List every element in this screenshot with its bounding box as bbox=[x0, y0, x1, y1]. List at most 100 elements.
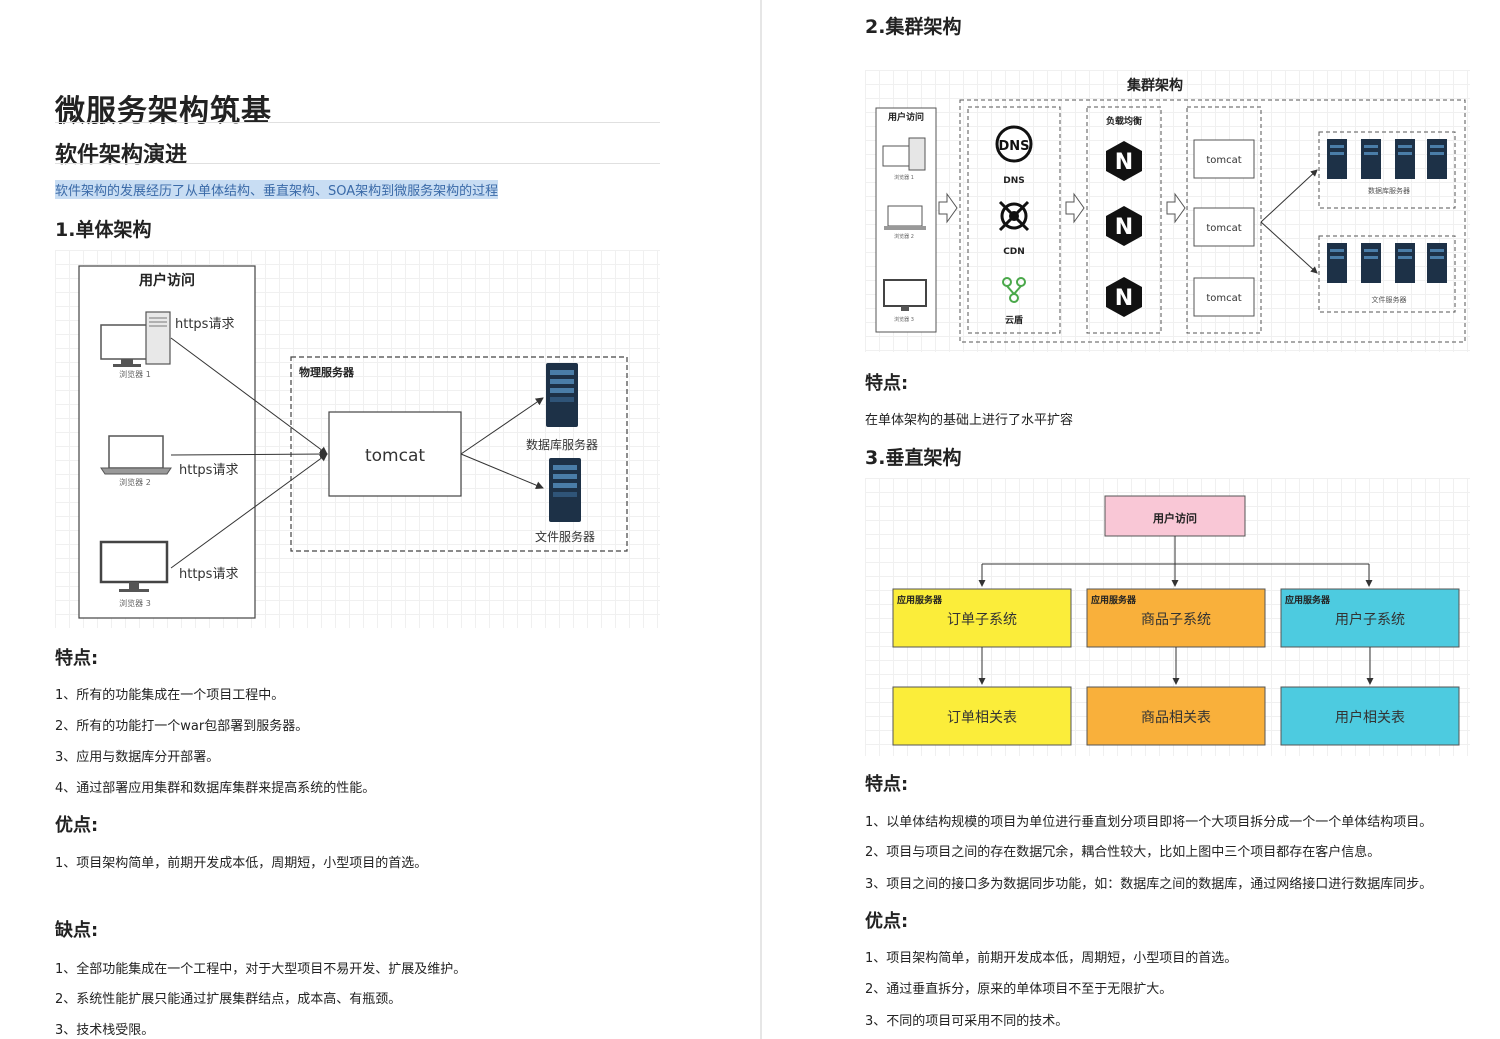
db-server-label: 数据库服务器 bbox=[526, 437, 598, 452]
product-system-label: 商品子系统 bbox=[1141, 612, 1211, 628]
vertical-feature-2: 2、项目与项目之间的存在数据冗余，耦合性较大，比如上图中三个项目都存在客户信息。 bbox=[865, 845, 1381, 860]
vertical-feature-3: 3、项目之间的接口多为数据同步功能，如：数据库之间的数据库，通过网络接口进行数据… bbox=[865, 877, 1433, 892]
page-divider bbox=[760, 0, 762, 1039]
file-cluster-box bbox=[1318, 235, 1456, 313]
tomcat-node-2-label: tomcat bbox=[1206, 223, 1241, 234]
cluster-b3: 浏览器 3 bbox=[894, 316, 914, 323]
tomcat-box bbox=[328, 411, 462, 497]
cluster-b2: 浏览器 2 bbox=[894, 233, 914, 240]
shield-label: 云盾 bbox=[1005, 314, 1023, 326]
subtitle-rule bbox=[55, 163, 660, 164]
left-page: 微服务架构筑基 软件架构演进 软件架构的发展经历了从单体结构、垂直架构、SOA架… bbox=[55, 94, 660, 1038]
physical-server-title: 物理服务器 bbox=[299, 365, 355, 379]
cluster-diagram: 集群架构 用户访问 浏览器 1 浏览器 2 浏览器 3 bbox=[865, 70, 1470, 352]
tomcat-node-3 bbox=[1193, 277, 1255, 317]
cdn-label: CDN bbox=[1003, 247, 1025, 257]
db-cluster-box bbox=[1318, 131, 1456, 209]
user-access-title: 用户访问 bbox=[139, 272, 195, 289]
cluster-features-heading: 特点: bbox=[865, 373, 909, 394]
vertical-pro-3: 3、不同的项目可采用不同的技术。 bbox=[865, 1014, 1069, 1029]
laptop-icon bbox=[100, 435, 172, 475]
tomcat-node-2 bbox=[1193, 207, 1255, 247]
hollow-arrow-icon-3 bbox=[1166, 192, 1186, 224]
tomcat-node-3-label: tomcat bbox=[1206, 293, 1241, 304]
cluster-outer-box bbox=[959, 99, 1466, 343]
hollow-arrow-icon-2 bbox=[1065, 192, 1085, 224]
file-cluster-label: 文件服务器 bbox=[1372, 295, 1407, 304]
db-cluster-label: 数据库服务器 bbox=[1368, 186, 1410, 195]
features-heading: 特点: bbox=[55, 648, 99, 669]
tomcat-node-1 bbox=[1193, 139, 1255, 179]
nginx-icon-2: N bbox=[1106, 206, 1142, 246]
vertical-pro-1: 1、项目架构简单，前期开发成本低，周期短，小型项目的首选。 bbox=[865, 951, 1238, 966]
browser1-label: 浏览器 1 bbox=[119, 369, 151, 379]
section2-heading: 2.集群架构 bbox=[865, 16, 962, 38]
cluster-laptop-icon bbox=[884, 205, 926, 230]
file-server-label: 文件服务器 bbox=[535, 529, 595, 544]
arrow-browser1 bbox=[170, 337, 328, 455]
monitor-icon bbox=[99, 540, 169, 592]
cluster-title: 集群架构 bbox=[1126, 77, 1183, 94]
svg-text:N: N bbox=[1115, 150, 1133, 175]
vertical-diagram: 用户访问 应用服务器 订单子系统 应用服务器 商品子系统 应用服务器 用户子系统… bbox=[865, 478, 1470, 756]
browser2-label: 浏览器 2 bbox=[119, 477, 151, 487]
order-table-label: 订单相关表 bbox=[947, 710, 1017, 726]
arrow-to-db-cluster bbox=[1260, 169, 1318, 223]
cluster-monitor-icon bbox=[883, 279, 927, 311]
feature-4: 4、通过部署应用集群和数据库集群来提高系统的性能。 bbox=[55, 781, 376, 796]
svg-text:N: N bbox=[1115, 215, 1133, 240]
db-server-icons bbox=[1327, 139, 1447, 179]
con-2: 2、系统性能扩展只能通过扩展集群结点，成本高、有瓶颈。 bbox=[55, 992, 402, 1007]
arrow-browser2 bbox=[170, 450, 328, 459]
product-table-box bbox=[1086, 686, 1266, 746]
feature-2: 2、所有的功能打一个war包部署到服务器。 bbox=[55, 719, 309, 734]
arrow-to-file bbox=[460, 453, 544, 490]
section3-heading: 3.垂直架构 bbox=[865, 447, 962, 469]
svg-text:DNS: DNS bbox=[998, 139, 1029, 154]
user-table-box bbox=[1280, 686, 1460, 746]
file-server-icons bbox=[1327, 243, 1447, 283]
order-system-box bbox=[892, 588, 1072, 648]
cluster-b1: 浏览器 1 bbox=[894, 174, 914, 181]
vertical-diagram-svg: 用户访问 应用服务器 订单子系统 应用服务器 商品子系统 应用服务器 用户子系统… bbox=[892, 495, 1460, 746]
section1-heading: 1.单体架构 bbox=[55, 219, 152, 241]
file-server-icon bbox=[549, 458, 581, 522]
feature-3: 3、应用与数据库分开部署。 bbox=[55, 750, 220, 765]
svg-text:N: N bbox=[1115, 286, 1133, 311]
user-access-node-label: 用户访问 bbox=[1153, 511, 1197, 525]
monolith-diagram-svg: 用户访问 浏览器 1 https请求 浏览器 2 https请求 bbox=[78, 265, 628, 619]
con-1: 1、全部功能集成在一个工程中，对于大型项目不易开发、扩展及维护。 bbox=[55, 962, 467, 977]
intro-highlight[interactable]: 软件架构的发展经历了从单体结构、垂直架构、SOA架构到微服务架构的过程 bbox=[55, 180, 499, 199]
arrow-browser3 bbox=[170, 453, 328, 569]
https-label-2: https请求 bbox=[179, 463, 238, 478]
product-table-label: 商品相关表 bbox=[1141, 710, 1211, 726]
hollow-arrow-icon bbox=[938, 192, 958, 224]
vertical-pro-2: 2、通过垂直拆分，原来的单体项目不至于无限扩大。 bbox=[865, 982, 1173, 997]
user-table-label: 用户相关表 bbox=[1335, 709, 1405, 726]
cluster-user-title: 用户访问 bbox=[887, 111, 924, 123]
user-app-tag: 应用服务器 bbox=[1285, 594, 1331, 606]
pros-heading: 优点: bbox=[55, 815, 99, 836]
vertical-feature-1: 1、以单体结构规模的项目为单位进行垂直划分项目即将一个大项目拆分成一个一个单体结… bbox=[865, 815, 1433, 830]
user-access-node bbox=[1104, 495, 1246, 537]
database-server-icon bbox=[546, 363, 578, 427]
dns-icon: DNS bbox=[995, 125, 1033, 163]
tomcat-node-1-label: tomcat bbox=[1206, 155, 1241, 166]
order-app-tag: 应用服务器 bbox=[897, 594, 943, 606]
cdn-icon bbox=[998, 200, 1030, 232]
dns-cdn-box bbox=[967, 106, 1061, 334]
title-rule bbox=[55, 122, 660, 123]
con-3: 3、技术栈受限。 bbox=[55, 1023, 155, 1038]
nginx-icon-1: N bbox=[1106, 141, 1142, 181]
tomcat-cluster-box bbox=[1186, 106, 1262, 334]
right-page: 2.集群架构 集群架构 用户访问 浏览器 1 浏览器 2 bbox=[763, 0, 1500, 1039]
monolith-diagram: 用户访问 浏览器 1 https请求 浏览器 2 https请求 bbox=[55, 250, 660, 628]
browser3-label: 浏览器 3 bbox=[119, 598, 151, 608]
desktop-computer-icon bbox=[100, 311, 171, 367]
doc-title: 微服务架构筑基 bbox=[55, 94, 272, 129]
tomcat-label: tomcat bbox=[365, 446, 425, 466]
arrow-to-file-cluster bbox=[1260, 221, 1318, 274]
user-system-box bbox=[1280, 588, 1460, 648]
cluster-features-text: 在单体架构的基础上进行了水平扩容 bbox=[865, 413, 1074, 428]
vertical-features-heading: 特点: bbox=[865, 774, 909, 795]
